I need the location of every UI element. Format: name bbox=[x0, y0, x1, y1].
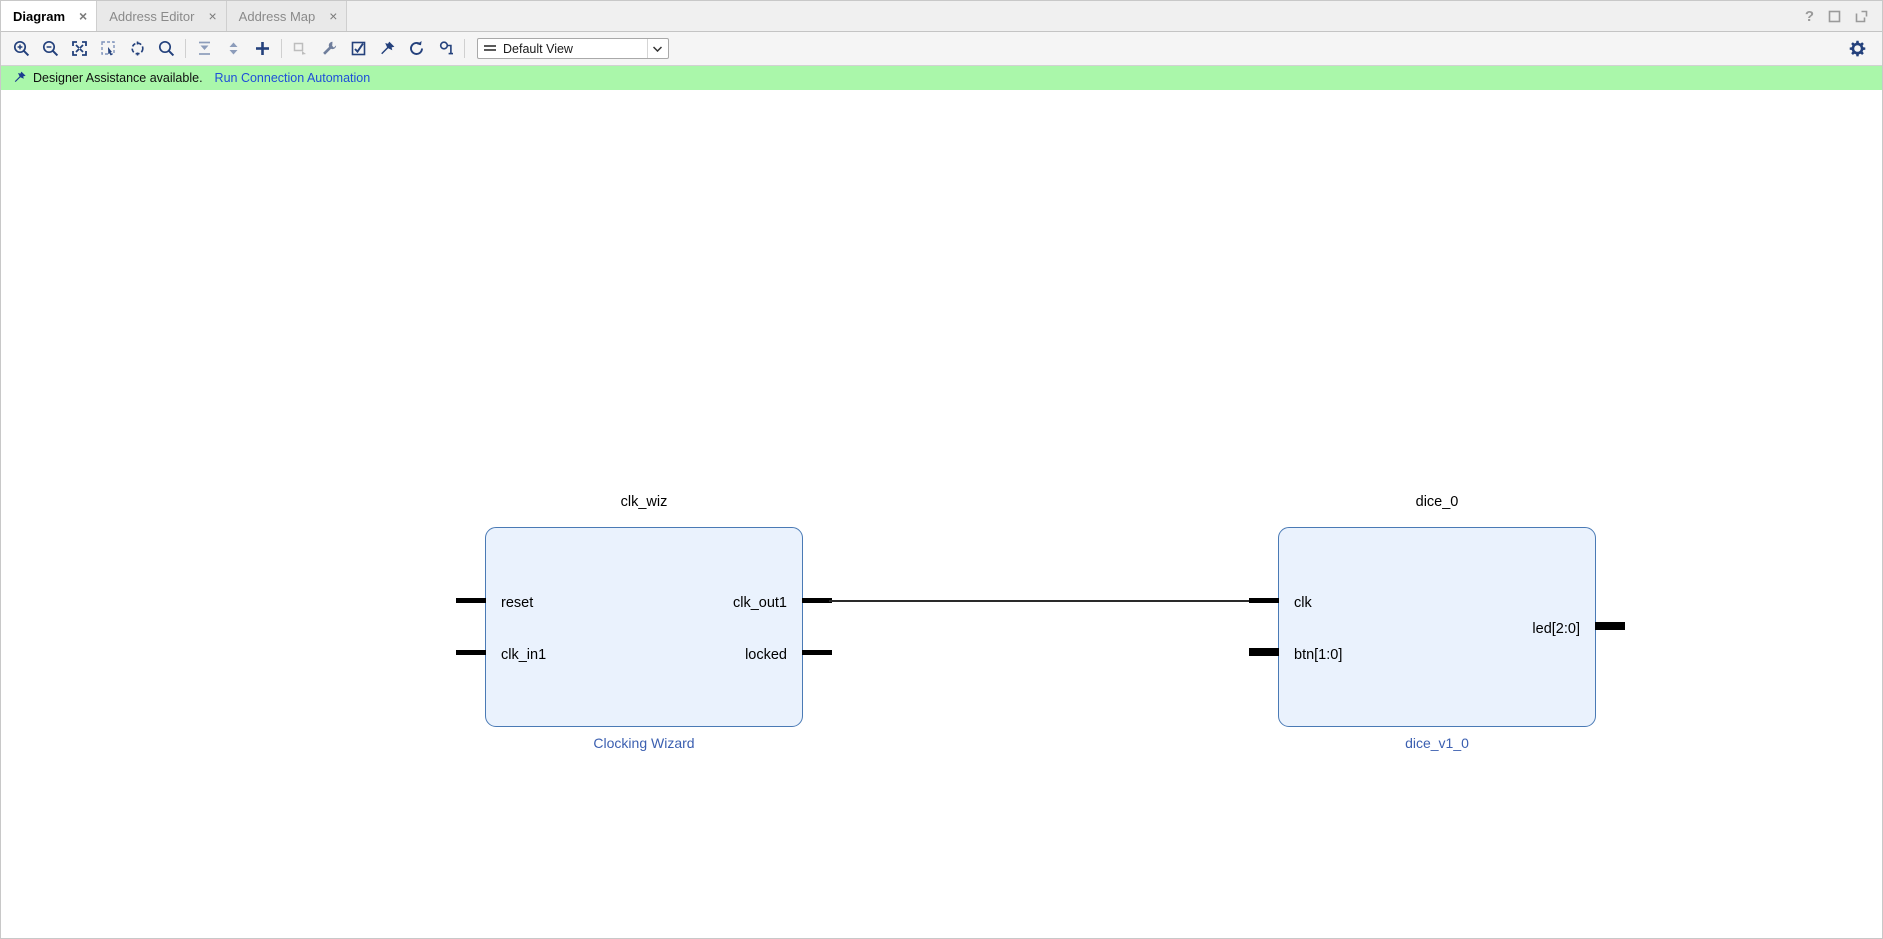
tab-address-map-close-icon[interactable]: × bbox=[329, 8, 338, 24]
tab-bar: Diagram × Address Editor × Address Map ×… bbox=[1, 1, 1882, 32]
search-icon[interactable] bbox=[152, 35, 181, 62]
regenerate-layout-icon[interactable] bbox=[402, 35, 431, 62]
port-label-clk: clk bbox=[1294, 595, 1312, 611]
block-caption-dice-v1-0: dice_v1_0 bbox=[1405, 735, 1469, 751]
tab-address-editor-label: Address Editor bbox=[109, 8, 195, 24]
tab-address-editor-close-icon[interactable]: × bbox=[208, 8, 217, 24]
optimize-routing-icon[interactable] bbox=[431, 35, 460, 62]
block-title-dice-0: dice_0 bbox=[1415, 494, 1459, 510]
chevron-down-icon[interactable] bbox=[647, 39, 666, 58]
pin-locked[interactable] bbox=[802, 650, 832, 655]
pin-reset[interactable] bbox=[456, 598, 486, 603]
zoom-in-icon[interactable] bbox=[7, 35, 36, 62]
port-label-reset: reset bbox=[501, 595, 534, 611]
pin-led[interactable] bbox=[1595, 622, 1625, 630]
window-controls: ? bbox=[1794, 1, 1882, 31]
block-clk-wiz[interactable]: reset clk_in1 clk_out1 locked bbox=[485, 527, 803, 727]
tab-address-editor[interactable]: Address Editor × bbox=[97, 1, 227, 31]
zoom-to-selection-icon[interactable] bbox=[94, 35, 123, 62]
expand-all-icon[interactable] bbox=[219, 35, 248, 62]
tab-diagram-label: Diagram bbox=[13, 8, 66, 24]
toolbar-separator bbox=[464, 39, 465, 58]
tab-address-map-label: Address Map bbox=[238, 8, 316, 24]
maximize-icon[interactable] bbox=[1828, 10, 1841, 23]
port-label-locked: locked bbox=[745, 647, 787, 663]
toolbar-right-group bbox=[1843, 32, 1872, 65]
diagram-canvas[interactable]: clk_wiz reset clk_in1 clk_out1 locked Cl… bbox=[1, 91, 1882, 938]
pin-icon[interactable] bbox=[373, 35, 402, 62]
wire-clk-out1-to-clk[interactable] bbox=[829, 600, 1253, 602]
port-label-clk-in1: clk_in1 bbox=[501, 647, 547, 663]
add-module-icon bbox=[286, 35, 315, 62]
block-dice-0[interactable]: clk btn[1:0] led[2:0] bbox=[1278, 527, 1596, 727]
tab-diagram[interactable]: Diagram × bbox=[1, 1, 98, 31]
zoom-out-icon[interactable] bbox=[36, 35, 65, 62]
pin-clk[interactable] bbox=[1249, 598, 1279, 603]
diagram-toolbar: Default View bbox=[1, 32, 1882, 66]
tab-diagram-close-icon[interactable]: × bbox=[79, 8, 88, 24]
validate-design-icon[interactable] bbox=[344, 35, 373, 62]
customize-block-icon[interactable] bbox=[315, 35, 344, 62]
block-title-clk-wiz: clk_wiz bbox=[620, 494, 668, 510]
tab-address-map[interactable]: Address Map × bbox=[226, 1, 348, 31]
add-ip-icon[interactable] bbox=[248, 35, 277, 62]
run-connection-automation-link[interactable]: Run Connection Automation bbox=[214, 71, 371, 85]
collapse-all-icon[interactable] bbox=[190, 35, 219, 62]
port-label-led: led[2:0] bbox=[1532, 621, 1580, 637]
pin-clk-in1[interactable] bbox=[456, 650, 486, 655]
help-icon[interactable]: ? bbox=[1804, 7, 1814, 25]
block-caption-clocking-wizard: Clocking Wizard bbox=[593, 735, 695, 751]
toolbar-separator bbox=[185, 39, 186, 58]
designer-assistance-banner: Designer Assistance available. Run Conne… bbox=[1, 66, 1882, 91]
view-select[interactable]: Default View bbox=[477, 38, 669, 59]
list-icon bbox=[483, 43, 497, 55]
gear-icon[interactable] bbox=[1843, 35, 1872, 62]
float-icon[interactable] bbox=[1855, 10, 1868, 23]
fit-to-window-icon[interactable] bbox=[65, 35, 94, 62]
port-label-clk-out1: clk_out1 bbox=[732, 595, 787, 611]
port-label-btn: btn[1:0] bbox=[1294, 647, 1343, 663]
tab-bar-filler bbox=[347, 1, 1795, 31]
assistance-pin-icon bbox=[14, 71, 26, 85]
view-select-value: Default View bbox=[503, 41, 573, 56]
banner-message: Designer Assistance available. bbox=[33, 71, 203, 85]
pin-clk-out1[interactable] bbox=[802, 598, 832, 603]
center-view-icon[interactable] bbox=[123, 35, 152, 62]
toolbar-separator bbox=[281, 39, 282, 58]
pin-btn[interactable] bbox=[1249, 648, 1279, 656]
